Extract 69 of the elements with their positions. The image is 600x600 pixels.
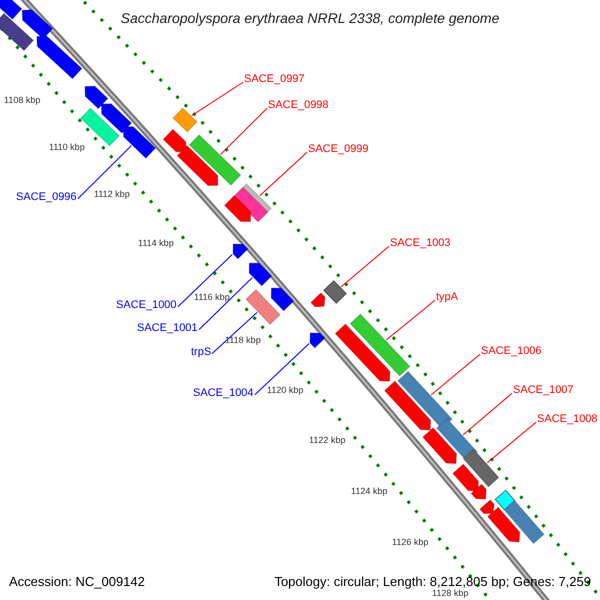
leader-line	[191, 82, 244, 116]
gene-feature	[270, 288, 294, 312]
gene-feature	[422, 427, 458, 464]
gene-feature	[479, 499, 495, 514]
gene-feature	[224, 194, 252, 222]
gene-feature	[84, 86, 109, 110]
leader-line	[462, 392, 512, 436]
leader-line	[78, 145, 132, 200]
scale-label: 1124 kbp	[351, 487, 388, 496]
leader-line	[486, 422, 536, 464]
gene-feature	[0, 12, 34, 52]
leader-line	[340, 246, 390, 288]
scale-label: 1116 kbp	[194, 293, 230, 302]
leader-line	[430, 354, 480, 396]
gene-label: SACE_1008	[537, 414, 598, 425]
scale-label: 1120 kbp	[267, 386, 304, 395]
leader-line	[220, 108, 268, 155]
gene-label: SACE_0997	[244, 74, 305, 85]
gene-feature	[176, 144, 218, 186]
gene-label: SACE_1003	[390, 238, 451, 249]
scale-label: 1126 kbp	[392, 538, 428, 547]
leader-line	[254, 343, 310, 396]
gene-feature	[323, 280, 347, 304]
gene-feature	[232, 244, 249, 260]
gene-feature	[310, 292, 326, 308]
gene-label: SACE_1004	[193, 388, 254, 399]
gene-feature	[162, 128, 187, 152]
gene-feature	[462, 448, 500, 488]
gene-feature	[245, 288, 281, 326]
leader-line	[386, 300, 436, 340]
scale-label: 1122 kbp	[309, 436, 346, 445]
gene-feature	[36, 35, 83, 80]
leader-line	[259, 152, 308, 196]
gene-feature	[188, 134, 242, 186]
leader-line	[178, 254, 233, 308]
title: Saccharopolyspora erythraea NRRL 2338, complete genome	[120, 11, 500, 25]
gene-feature	[0, 0, 23, 20]
leader-line	[198, 277, 253, 330]
gene-feature	[494, 490, 516, 510]
gene-label: SACE_0996	[16, 192, 77, 203]
gene-feature	[486, 506, 520, 543]
gene-label: SACE_1000	[116, 300, 177, 311]
scale-label: 1114 kbp	[138, 239, 174, 248]
gene-label: SACE_1006	[481, 346, 542, 357]
leader-line	[212, 312, 258, 354]
gene-label: trpS	[191, 347, 212, 358]
gene-feature	[470, 483, 487, 500]
scale-label: 1112 kbp	[94, 190, 130, 199]
gene-feature	[452, 463, 480, 492]
gene-label: SACE_1007	[513, 385, 574, 396]
gene-feature	[248, 262, 272, 287]
scale-label: 1118 kbp	[225, 336, 261, 345]
gene-feature	[349, 313, 411, 377]
gene-label: SACE_0999	[308, 144, 369, 155]
gene-label: SACE_0998	[268, 100, 329, 111]
gene-feature	[503, 500, 545, 544]
gene-label: typA	[436, 292, 458, 303]
footer-text: Accession: NC_009142	[9, 575, 145, 588]
gene-label: SACE_1001	[137, 323, 198, 334]
gene-feature	[122, 126, 156, 159]
footer-text: Topology: circular; Length: 8,212,805 bp; Genes: 7,259	[274, 575, 591, 588]
gene-feature	[384, 380, 432, 431]
scale-label: 1110 kbp	[49, 143, 85, 152]
gene-feature	[309, 332, 326, 349]
gene-feature	[100, 103, 132, 134]
gene-feature	[334, 323, 390, 382]
gene-feature	[172, 107, 198, 133]
scale-label: 1128 kbp	[432, 589, 468, 598]
scale-label: 1108 kbp	[4, 96, 40, 105]
